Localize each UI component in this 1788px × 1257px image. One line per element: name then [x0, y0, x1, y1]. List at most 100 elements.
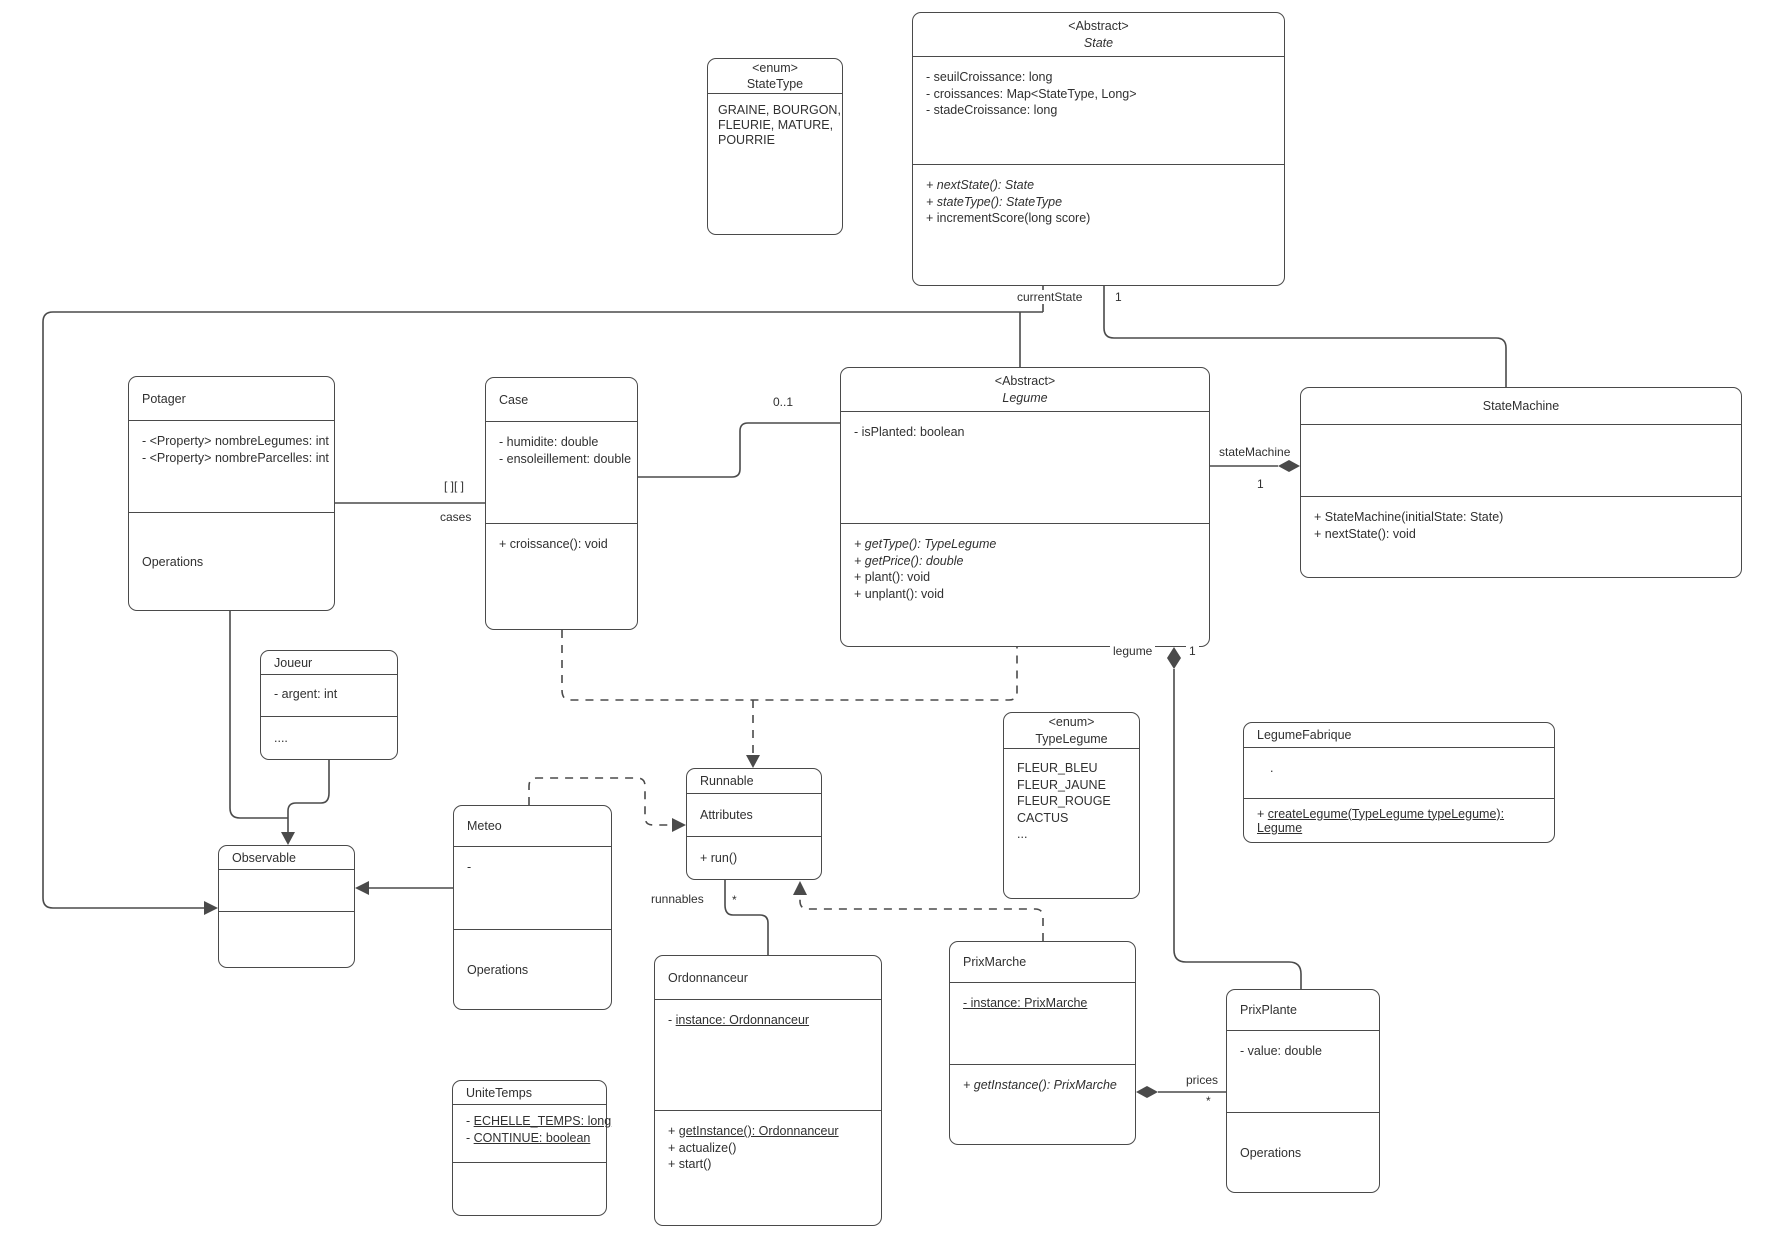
- method-line: + start(): [668, 1157, 712, 1171]
- attribute-line: - instance: PrixMarche: [963, 996, 1088, 1010]
- class-unitetemps[interactable]: UniteTemps - ECHELLE_TEMPS: long - CONTI…: [452, 1080, 611, 1216]
- class-prixmarche[interactable]: PrixMarche - instance: PrixMarche + getI…: [949, 941, 1136, 1145]
- attribute-line: - seuilCroissance: long: [926, 70, 1053, 84]
- enum-item: ...: [1017, 827, 1028, 841]
- method-line: + getInstance(): Ordonnanceur: [668, 1124, 839, 1138]
- class-ordonnanceur[interactable]: Ordonnanceur - instance: Ordonnanceur + …: [654, 955, 882, 1226]
- class-statetype[interactable]: <enum> StateType GRAINE, BOURGON, FLEURI…: [707, 58, 843, 235]
- class-header: LegumeFabrique: [1244, 723, 1554, 747]
- class-header: <enum> StateType: [708, 59, 842, 93]
- attributes-section: [1301, 424, 1741, 496]
- attribute-line: - <Property> nombreLegumes: int: [142, 434, 329, 448]
- attributes-section: -: [454, 846, 611, 929]
- attributes-section: - instance: Ordonnanceur: [655, 999, 881, 1110]
- methods-section: + getType(): TypeLegume + getPrice(): do…: [841, 523, 1209, 646]
- class-legumefabrique[interactable]: LegumeFabrique . + createLegume(TypeLegu…: [1243, 722, 1555, 843]
- method-line: + createLegume(TypeLegume typeLegume): L…: [1257, 806, 1505, 835]
- method-line: + unplant(): void: [854, 586, 944, 601]
- class-statemachine[interactable]: StateMachine + StateMachine(initialState…: [1300, 387, 1742, 578]
- class-potager[interactable]: Potager - <Property> nombreLegumes: int …: [128, 376, 335, 611]
- methods-section: ....: [261, 716, 397, 759]
- class-header: Joueur: [261, 651, 397, 674]
- operations-placeholder: Operations: [467, 962, 529, 977]
- method-line: + stateType(): StateType: [926, 194, 1063, 209]
- method-line: + plant(): void: [854, 570, 931, 584]
- stereotype-label: <Abstract>: [1068, 19, 1129, 33]
- class-runnable[interactable]: Runnable Attributes + run(): [686, 768, 822, 880]
- class-joueur[interactable]: Joueur - argent: int ....: [260, 650, 398, 760]
- arrowhead-into-observable-left: [204, 901, 218, 915]
- class-name: PrixMarche: [963, 955, 1027, 969]
- edge-label-currentstate-mult: 1: [1112, 290, 1125, 304]
- method-line: + incrementScore(long score): [926, 211, 1091, 225]
- class-meteo[interactable]: Meteo - Operations: [453, 805, 612, 1010]
- method-line: + getType(): TypeLegume: [854, 537, 997, 551]
- class-name: Case: [499, 392, 529, 407]
- edge-label-prices-mult: *: [1203, 1094, 1214, 1108]
- class-case[interactable]: Case - humidite: double - ensoleillement…: [485, 377, 638, 630]
- edge-label-cases-array: [ ][ ]: [441, 479, 468, 493]
- attribute-line: - humidite: double: [499, 435, 599, 449]
- stereotype-label: <enum>: [752, 60, 798, 75]
- method-line: + run(): [700, 851, 738, 865]
- methods-section: + nextState(): State + stateType(): Stat…: [913, 164, 1284, 285]
- method-line: + getInstance(): PrixMarche: [963, 1078, 1117, 1092]
- edge-runnable-ordonnanceur: [724, 880, 769, 955]
- enum-items: GRAINE, BOURGON, FLEURIE, MATURE, POURRI…: [708, 93, 842, 234]
- attribute-line: -: [467, 860, 472, 874]
- class-name: State: [1083, 35, 1114, 50]
- arrowhead-into-runnable-left: [672, 818, 686, 832]
- class-header: Runnable: [687, 769, 821, 793]
- enum-item: POURRIE: [718, 133, 775, 147]
- class-typelegume[interactable]: <enum> TypeLegume FLEUR_BLEU FLEUR_JAUNE…: [1003, 712, 1140, 899]
- attribute-line: - instance: Ordonnanceur: [668, 1013, 810, 1027]
- methods-section: + createLegume(TypeLegume typeLegume): L…: [1244, 798, 1554, 842]
- enum-item: FLEUR_ROUGE: [1017, 794, 1111, 808]
- attributes-section: - value: double: [1227, 1030, 1379, 1112]
- attributes-section: - ECHELLE_TEMPS: long - CONTINUE: boolea…: [453, 1104, 611, 1162]
- attribute-line: .: [1270, 761, 1274, 775]
- class-header: <enum> TypeLegume: [1004, 713, 1139, 748]
- class-name: Meteo: [467, 819, 502, 833]
- class-header: Meteo: [454, 806, 611, 846]
- method-line: + getPrice(): double: [854, 553, 964, 568]
- class-name: TypeLegume: [1035, 731, 1108, 746]
- class-header: UniteTemps: [453, 1081, 606, 1104]
- attribute-line: - value: double: [1240, 1044, 1323, 1058]
- method-line: + nextState(): void: [1314, 526, 1416, 541]
- methods-section: [453, 1162, 606, 1215]
- diamond-statemachine: [1278, 460, 1300, 472]
- attributes-section: - seuilCroissance: long - croissances: M…: [913, 56, 1284, 164]
- attributes-section: .: [1244, 747, 1554, 798]
- arrowhead-into-runnable-top: [746, 755, 760, 768]
- class-name: Ordonnanceur: [668, 970, 748, 985]
- class-prixplante[interactable]: PrixPlante - value: double Operations: [1226, 989, 1380, 1193]
- edge-label-statemachine-mult: 1: [1254, 477, 1267, 491]
- methods-section: + getInstance(): Ordonnanceur + actualiz…: [655, 1110, 881, 1225]
- method-line: + actualize(): [668, 1140, 737, 1155]
- edge-label-legume: legume: [1110, 644, 1156, 658]
- diamond-legume: [1167, 647, 1181, 669]
- enum-item: FLEURIE, MATURE,: [718, 118, 834, 132]
- class-header: Observable: [219, 846, 354, 869]
- class-header: Potager: [129, 377, 334, 420]
- operations-section: Operations: [454, 929, 611, 1009]
- attributes-section: [219, 869, 354, 911]
- class-name: Potager: [142, 391, 186, 406]
- edge-label-case-legume-mult: 0..1: [770, 395, 797, 409]
- class-name: Joueur: [274, 655, 313, 670]
- method-line: + croissance(): void: [499, 537, 608, 551]
- class-legume[interactable]: <Abstract> Legume - isPlanted: boolean +…: [840, 367, 1210, 647]
- class-header: PrixPlante: [1227, 990, 1379, 1030]
- methods-section: + run(): [687, 836, 821, 879]
- class-observable[interactable]: Observable: [218, 845, 355, 968]
- class-state[interactable]: <Abstract> State - seuilCroissance: long…: [912, 12, 1285, 286]
- attribute-line: - croissances: Map<StateType, Long>: [926, 86, 1137, 101]
- operations-placeholder: Operations: [1240, 1145, 1302, 1160]
- edge-label-legume-mult: 1: [1186, 644, 1199, 658]
- enum-item: GRAINE, BOURGON,: [718, 103, 841, 117]
- stereotype-label: <Abstract>: [994, 374, 1056, 388]
- edge-label-cases: cases: [437, 510, 475, 524]
- arrowhead-into-runnable-bottom: [793, 881, 807, 895]
- enum-item: FLEUR_JAUNE: [1017, 777, 1106, 792]
